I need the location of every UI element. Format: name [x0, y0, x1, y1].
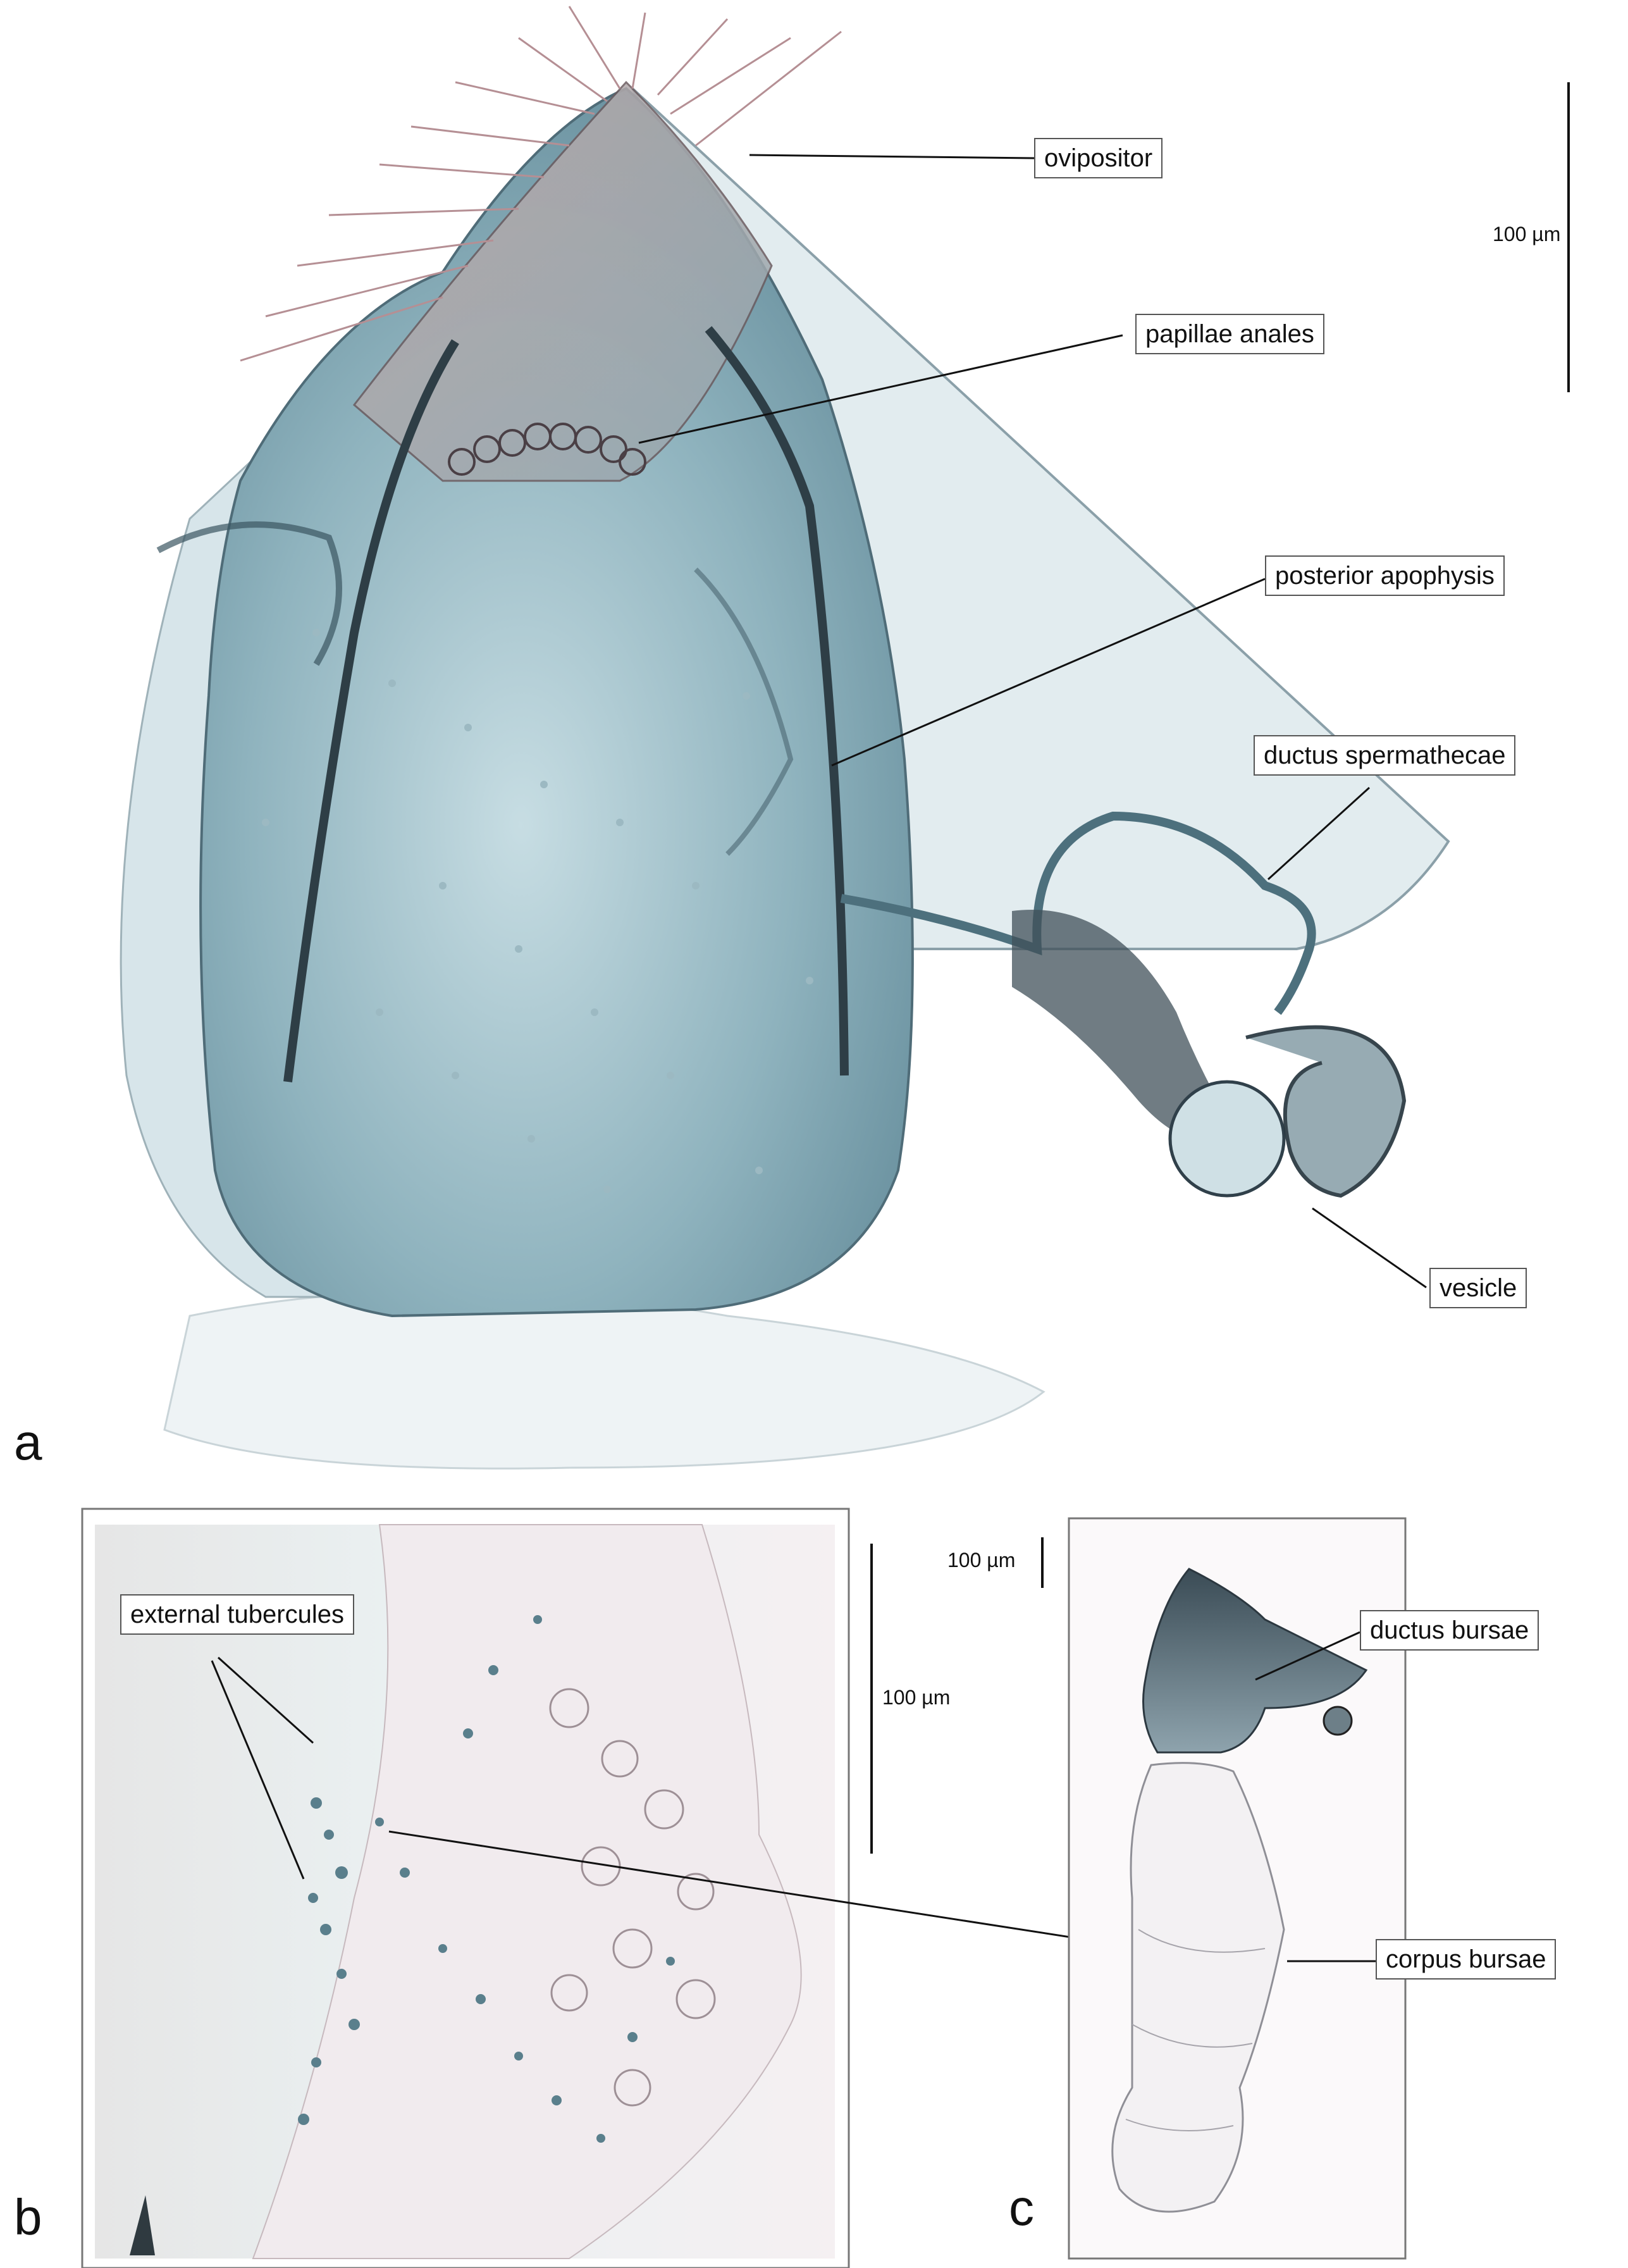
- papillae-anales-ring: [448, 423, 646, 476]
- right-membrane: [631, 87, 1450, 950]
- panel-c-image: [1041, 1517, 1407, 2260]
- surface-pores: [262, 629, 813, 1193]
- dark-duct-mass: [1012, 910, 1240, 1144]
- scale-label-c: 100 µm: [947, 1549, 1016, 1571]
- label-ductus-spermathecae: ductus spermathecae: [1254, 735, 1516, 776]
- label-ductus-bursae: ductus bursae: [1360, 1610, 1539, 1651]
- cell-outlines: [549, 1688, 716, 2107]
- c-membrane-creases: [1125, 1929, 1266, 2131]
- scale-label-b: 100 µm: [882, 1686, 951, 1709]
- scale-label-a: 100 µm: [1493, 223, 1561, 245]
- left-apophysis: [283, 339, 459, 1082]
- leader-lines-a: [638, 154, 1427, 1289]
- seta-spike: [130, 2195, 155, 2255]
- panel-letter-c: c: [1009, 2179, 1034, 2236]
- c-genitalia-top: [1142, 1568, 1368, 1754]
- c-corpus-bursae: [1111, 1762, 1285, 2213]
- panel-b-frame: [81, 1508, 850, 2268]
- label-posterior-apophysis: posterior apophysis: [1265, 555, 1505, 596]
- vesicle-sphere: [1168, 1080, 1286, 1198]
- panel-letter-b: b: [14, 2189, 42, 2245]
- dark-fold-left: [156, 521, 342, 666]
- dark-fold-center: [694, 567, 794, 856]
- setae: [240, 6, 842, 362]
- vesicle-coil: [1245, 1025, 1407, 1198]
- panel-letter-a: a: [14, 1414, 42, 1470]
- panel-b-image: [81, 1508, 1206, 2268]
- label-external-tubercules: external tubercules: [120, 1594, 354, 1635]
- right-apophysis: [705, 326, 849, 1076]
- leader-lines-c: [1255, 1631, 1376, 1962]
- label-corpus-bursae: corpus bursae: [1376, 1939, 1557, 1980]
- tubercle-dots: [298, 1615, 675, 2143]
- ductus-spermathecae-tube: [840, 811, 1316, 1015]
- lower-segment-tissue: [163, 1289, 1045, 1470]
- cellular-region: [252, 1524, 802, 2259]
- label-ovipositor: ovipositor: [1034, 138, 1163, 178]
- label-vesicle: vesicle: [1429, 1268, 1527, 1308]
- c-vesicle: [1323, 1706, 1353, 1736]
- panel-a-specimen: [120, 6, 1570, 1470]
- label-papillae-anales: papillae anales: [1135, 314, 1324, 354]
- ovipositor-cap: [352, 80, 773, 482]
